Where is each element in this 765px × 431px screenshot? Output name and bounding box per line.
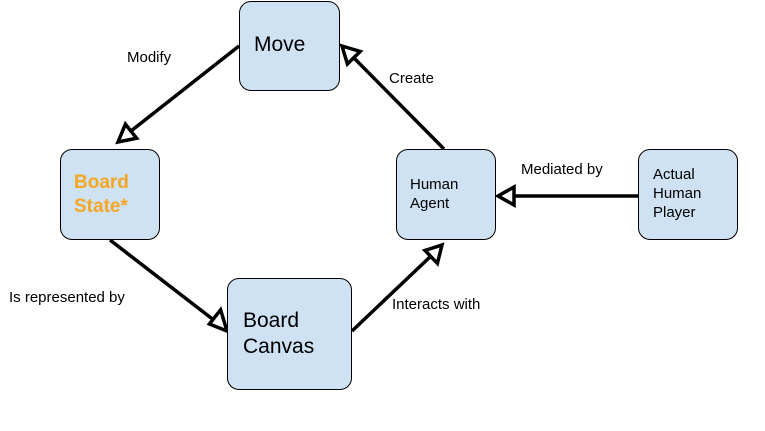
- node-human-agent-label-line-2: Agent: [410, 194, 450, 212]
- node-board-canvas-label-line-2: Canvas: [243, 335, 315, 358]
- edge-is-represented-by-arrowhead: [206, 306, 230, 334]
- node-human-agent-label-line-1: Human: [410, 175, 459, 193]
- edge-create-arrowhead: [339, 43, 364, 68]
- edge-label-mediated-by: Mediated by: [521, 161, 603, 178]
- edge-modify-arrowhead: [115, 120, 140, 145]
- edge-label-is-represented-by: Is represented by: [9, 289, 125, 306]
- edge-modify-line: [129, 44, 241, 133]
- edge-interacts-with-arrowhead: [421, 242, 445, 267]
- node-move-label: Move: [254, 33, 306, 56]
- node-actual-human-player-label-line-2: Human: [653, 185, 702, 203]
- node-board-state-label-line-1: Board: [74, 171, 129, 193]
- edge-interacts-with-line: [350, 254, 433, 333]
- node-actual-human-player[interactable]: Actual Human Player: [638, 149, 738, 240]
- node-actual-human-player-label-line-3: Player: [653, 203, 696, 221]
- node-move[interactable]: Move: [239, 1, 340, 91]
- node-board-canvas[interactable]: Board Canvas: [227, 278, 352, 390]
- node-board-canvas-label-line-1: Board: [243, 308, 300, 332]
- node-human-agent[interactable]: Human Agent: [396, 149, 496, 240]
- node-board-state[interactable]: Board State*: [60, 149, 160, 240]
- node-board-state-label-line-2: State*: [74, 195, 128, 217]
- edge-is-represented-by-line: [108, 238, 217, 323]
- edge-label-modify: Modify: [127, 49, 172, 66]
- node-actual-human-player-label-line-1: Actual: [653, 166, 695, 184]
- edge-label-interacts-with: Interacts with: [392, 296, 481, 313]
- edge-mediated-by-arrowhead: [494, 184, 516, 208]
- edge-label-create: Create: [389, 70, 435, 87]
- edge-create-line: [351, 55, 446, 151]
